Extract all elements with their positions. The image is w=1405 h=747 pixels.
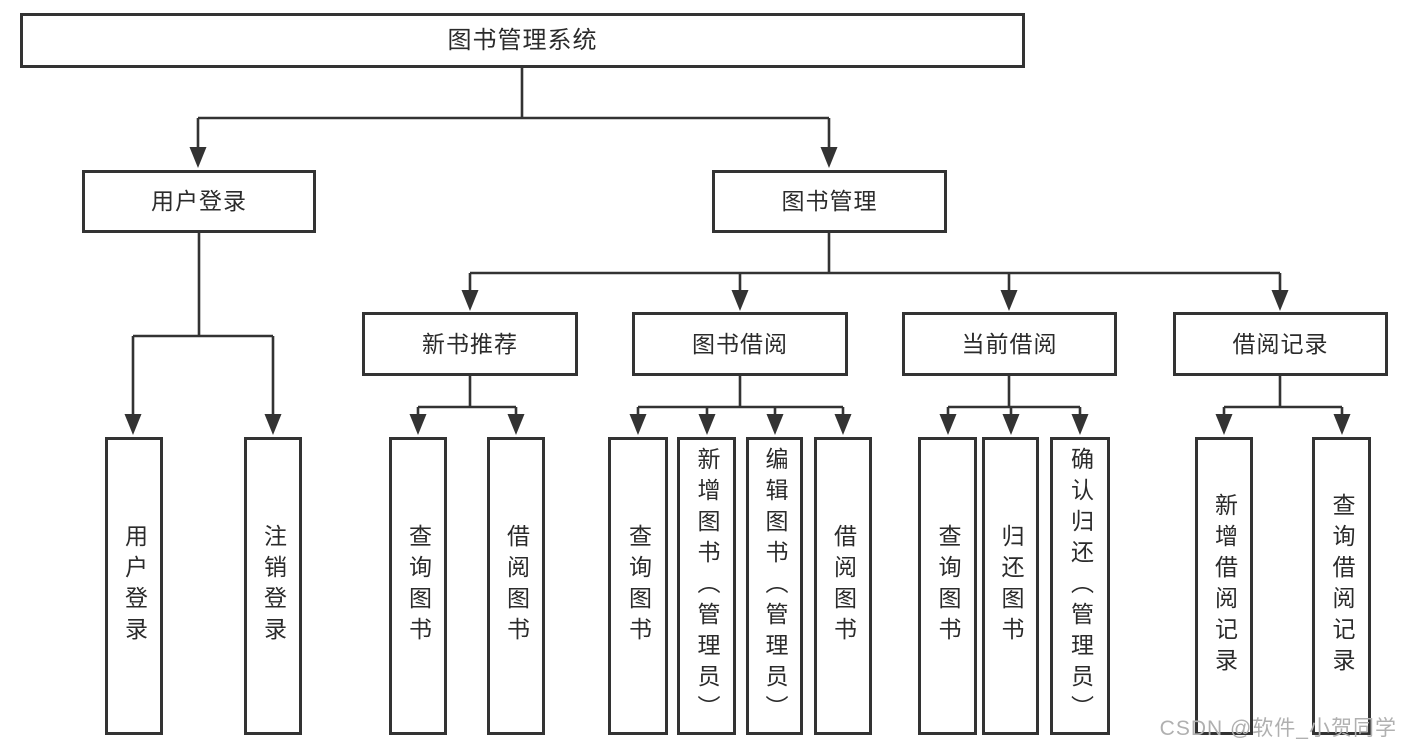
node-label: 查询图书 (935, 524, 961, 648)
arrowhead (834, 414, 852, 435)
arrowhead (731, 290, 749, 311)
node-label: 新增借阅记录 (1211, 493, 1238, 679)
connector-root-to-level2 (196, 68, 831, 150)
node-label: 用户登录 (151, 188, 247, 214)
leaf-borrowing-borrow-books: 借阅图书 (814, 437, 872, 735)
node-borrowing-records: 借阅记录 (1173, 312, 1388, 376)
node-label: 归还图书 (998, 524, 1024, 648)
connector-book-mgmt-to-level3 (468, 233, 1282, 293)
connector-current-borrow-to-leaves (946, 376, 1082, 417)
node-current-borrowing: 当前借阅 (902, 312, 1117, 376)
leaf-user-login: 用户登录 (105, 437, 163, 735)
node-book-borrowing: 图书借阅 (632, 312, 848, 376)
connector-user-login-to-leaves (131, 233, 275, 417)
arrowhead (698, 414, 716, 435)
connector-borrow-records-to-leaves (1222, 376, 1344, 417)
arrowhead (1333, 414, 1351, 435)
node-label: 编辑图书（管理员） (762, 446, 788, 726)
leaf-recommend-borrow-books: 借阅图书 (487, 437, 545, 735)
node-label: 用户登录 (121, 524, 148, 648)
arrowhead (1002, 414, 1020, 435)
arrowhead (124, 414, 142, 435)
node-new-book-recommend: 新书推荐 (362, 312, 578, 376)
leaf-borrowing-query-books: 查询图书 (608, 437, 668, 735)
arrowhead (507, 414, 525, 435)
arrowhead (820, 147, 838, 168)
arrowhead (1215, 414, 1233, 435)
arrowhead (629, 414, 647, 435)
node-label: 借阅记录 (1232, 330, 1329, 357)
arrowheads (124, 147, 1351, 435)
leaf-borrowing-edit-books-admin: 编辑图书（管理员） (746, 437, 803, 735)
node-label: 查询借阅记录 (1329, 493, 1355, 679)
leaf-current-return-books: 归还图书 (982, 437, 1039, 735)
arrowhead (766, 414, 784, 435)
node-label: 图书借阅 (692, 330, 788, 357)
node-label: 图书管理 (781, 188, 878, 214)
node-user-login: 用户登录 (82, 170, 316, 233)
node-label: 注销登录 (260, 524, 287, 648)
node-label: 图书管理系统 (447, 26, 598, 54)
arrowhead (939, 414, 957, 435)
node-label: 新书推荐 (422, 330, 518, 357)
leaf-borrowing-add-books-admin: 新增图书（管理员） (677, 437, 736, 735)
arrowhead (189, 147, 207, 168)
leaf-current-confirm-return-admin: 确认归还（管理员） (1050, 437, 1110, 735)
node-label: 当前借阅 (961, 330, 1058, 357)
arrowhead (1071, 414, 1089, 435)
leaf-logout: 注销登录 (244, 437, 302, 735)
node-label: 新增图书（管理员） (694, 446, 720, 726)
arrowhead (461, 290, 479, 311)
arrowhead (264, 414, 282, 435)
node-label: 借阅图书 (503, 524, 530, 648)
csdn-watermark: CSDN @软件_小贺同学 (1159, 717, 1397, 740)
node-book-management: 图书管理 (712, 170, 947, 233)
arrowhead (409, 414, 427, 435)
node-label: 确认归还（管理员） (1067, 446, 1094, 726)
connector-book-borrow-to-leaves (636, 376, 845, 417)
connector-new-book-to-leaves (416, 376, 518, 417)
leaf-records-add-record: 新增借阅记录 (1195, 437, 1253, 735)
node-label: 查询图书 (405, 524, 432, 648)
node-library-management-system: 图书管理系统 (20, 13, 1025, 68)
leaf-recommend-query-books: 查询图书 (389, 437, 447, 735)
arrowhead (1000, 290, 1018, 311)
node-label: 查询图书 (625, 524, 652, 648)
node-label: 借阅图书 (830, 524, 857, 648)
arrowhead (1271, 290, 1289, 311)
leaf-current-query-books: 查询图书 (918, 437, 977, 735)
leaf-records-query-record: 查询借阅记录 (1312, 437, 1371, 735)
